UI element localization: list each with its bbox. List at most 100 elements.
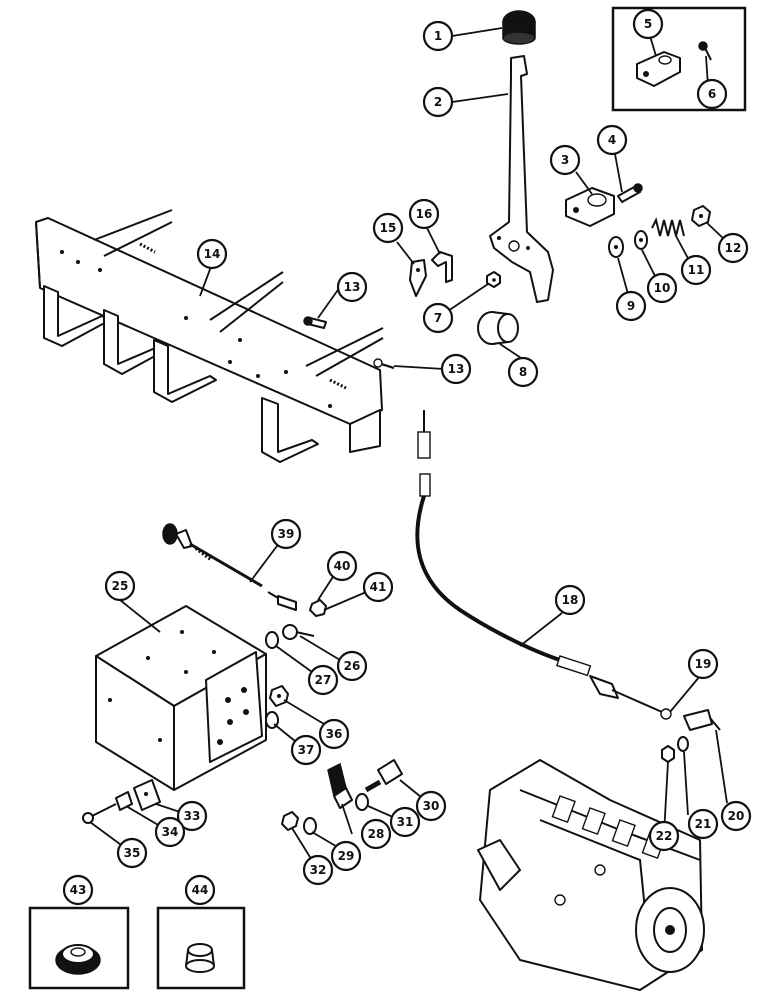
nut-32-part	[281, 811, 299, 831]
callout-16: 16	[408, 198, 440, 230]
callout-8: 8	[507, 356, 539, 388]
svg-text:32: 32	[310, 863, 327, 877]
svg-text:1: 1	[434, 29, 442, 43]
callout-12: 12	[717, 232, 749, 264]
callout-6: 6	[696, 78, 728, 110]
callout-34: 34	[154, 816, 186, 848]
svg-text:44: 44	[192, 883, 209, 897]
bushing-8-part	[477, 311, 519, 345]
svg-text:2: 2	[434, 95, 442, 109]
callout-25: 25	[104, 570, 136, 602]
svg-text:3: 3	[561, 153, 569, 167]
svg-text:36: 36	[326, 727, 343, 741]
washer-9-part	[608, 236, 624, 258]
nut-7-part	[486, 271, 501, 288]
knob-part	[502, 10, 536, 45]
clamp-28-part	[327, 762, 353, 809]
svg-text:29: 29	[338, 849, 355, 863]
injection-pump-part	[477, 759, 705, 991]
callout-27: 27	[307, 664, 339, 696]
svg-text:25: 25	[112, 579, 129, 593]
mounting-frame-14-part	[35, 209, 384, 463]
callout-1: 1	[422, 20, 454, 52]
svg-text:37: 37	[298, 743, 315, 757]
svg-text:18: 18	[562, 593, 579, 607]
callout-22: 22	[648, 820, 680, 852]
svg-text:15: 15	[380, 221, 397, 235]
svg-text:7: 7	[434, 311, 442, 325]
nut-41-part	[309, 599, 327, 617]
screw-13b-part	[373, 358, 395, 369]
callout-5: 5	[632, 8, 664, 40]
callout-13a: 13	[336, 271, 368, 303]
screw-6-part	[698, 41, 712, 61]
callout-29: 29	[330, 840, 362, 872]
screw-13a-part	[303, 316, 327, 329]
svg-text:27: 27	[315, 673, 332, 687]
screw-4-part	[617, 183, 643, 203]
fitting-40-part	[267, 591, 297, 611]
svg-text:43: 43	[70, 883, 87, 897]
callout-28: 28	[360, 818, 392, 850]
callout-33: 33	[176, 800, 208, 832]
callout-20: 20	[720, 800, 752, 832]
svg-text:16: 16	[416, 207, 433, 221]
svg-text:5: 5	[644, 17, 652, 31]
clevis-15-part	[409, 259, 427, 297]
bolt-26-part	[282, 624, 315, 640]
ball-joint-20-part	[683, 709, 721, 731]
svg-text:39: 39	[278, 527, 295, 541]
callout-18: 18	[554, 584, 586, 616]
washer-31-part	[355, 793, 369, 811]
svg-text:41: 41	[370, 580, 387, 594]
callout-37: 37	[290, 734, 322, 766]
spring-11-part	[651, 217, 685, 237]
svg-text:6: 6	[708, 87, 716, 101]
block-5-part	[636, 51, 681, 87]
callout-30: 30	[415, 790, 447, 822]
nut-36-part	[269, 685, 289, 707]
svg-text:33: 33	[184, 809, 201, 823]
callout-3: 3	[549, 144, 581, 176]
callout-31: 31	[389, 806, 421, 838]
callout-9: 9	[615, 290, 647, 322]
callout-35: 35	[116, 837, 148, 869]
callout-11: 11	[680, 254, 712, 286]
callout-43: 43	[62, 874, 94, 906]
svg-text:31: 31	[397, 815, 414, 829]
svg-text:20: 20	[728, 809, 745, 823]
callout-7: 7	[422, 302, 454, 334]
svg-text:34: 34	[162, 825, 179, 839]
svg-text:11: 11	[688, 263, 705, 277]
svg-text:35: 35	[124, 846, 141, 860]
callout-41: 41	[362, 571, 394, 603]
callout-4: 4	[596, 124, 628, 156]
grommet-43-part	[55, 944, 101, 975]
callout-26: 26	[336, 650, 368, 682]
callout-32: 32	[302, 854, 334, 886]
plug-44-part	[185, 943, 215, 973]
svg-text:12: 12	[725, 241, 742, 255]
screw-35-part	[82, 803, 117, 824]
svg-text:10: 10	[654, 281, 671, 295]
svg-text:26: 26	[344, 659, 361, 673]
svg-text:40: 40	[334, 559, 351, 573]
throttle-cable-18-part	[415, 410, 592, 677]
callout-36: 36	[318, 718, 350, 750]
callout-10: 10	[646, 272, 678, 304]
callout-13b: 13	[440, 353, 472, 385]
block-33-part	[133, 779, 161, 811]
cable-end-19-part	[589, 675, 672, 720]
throttle-lever-part	[489, 55, 554, 303]
callout-14: 14	[196, 238, 228, 270]
clip-16-part	[431, 251, 453, 283]
nut-22-part	[661, 745, 675, 763]
stop-knob-39-part	[162, 523, 263, 588]
svg-text:21: 21	[695, 817, 712, 831]
callout-19: 19	[687, 648, 719, 680]
nut-12-part	[691, 205, 711, 227]
bracket-25-part	[95, 605, 267, 791]
svg-text:13: 13	[448, 362, 465, 376]
callout-15: 15	[372, 212, 404, 244]
